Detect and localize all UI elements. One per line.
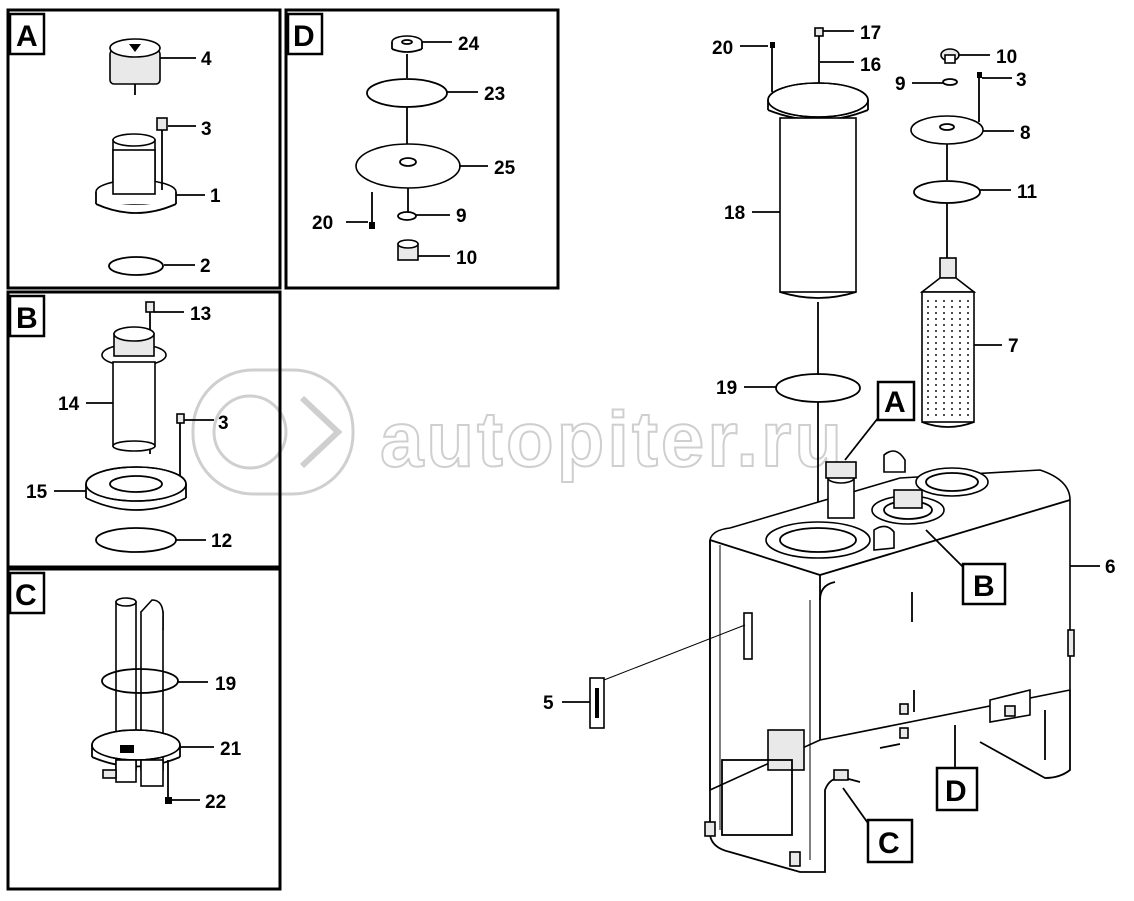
panel-a-frame [6,8,282,290]
svg-text:B: B [973,570,995,603]
callout-main-20: 20 [712,38,733,59]
panel-a-drawing [95,38,177,276]
callout-main-3: 3 [1016,70,1027,91]
svg-text:B: B [16,302,38,335]
callout-d-23: 23 [484,84,505,105]
panel-d-frame [284,8,560,290]
panel-c-frame [6,567,282,891]
panel-a-callouts: 4 3 1 2 [160,49,221,277]
callout-c-21: 21 [220,739,242,760]
panel-d-label: D [286,12,324,56]
callout-d-25: 25 [494,158,516,179]
callout-main-17: 17 [860,23,881,44]
main-tag-c: C [842,787,914,864]
callout-c-19: 19 [215,674,236,695]
watermark: autopiter.ru [191,368,845,496]
main-tag-d: D [935,725,979,812]
callout-d-9: 9 [456,206,467,227]
main-tag-b: B [925,529,1007,606]
panel-b-callouts: 13 3 14 15 12 [26,304,232,552]
watermark-text: autopiter.ru [380,395,845,483]
callout-main-9: 9 [895,74,906,95]
callout-d-10: 10 [456,248,477,269]
main-callouts: 20 17 16 10 9 3 8 11 18 7 19 6 5 [543,23,1116,714]
callout-main-16: 16 [860,55,881,76]
svg-text:C: C [878,827,900,860]
callout-d-20: 20 [312,213,333,234]
panel-d-callouts: 24 23 25 20 9 10 [312,34,516,269]
callout-main-8: 8 [1020,123,1031,144]
panel-b-drawing [85,301,187,553]
callout-b-14: 14 [58,394,80,415]
svg-text:A: A [884,386,906,419]
svg-text:D: D [945,775,967,808]
panel-d-drawing [355,35,461,261]
callout-main-6: 6 [1105,557,1116,578]
callout-main-19: 19 [716,378,737,399]
callout-main-10: 10 [996,47,1017,68]
callout-a-2: 2 [200,256,211,277]
callout-b-12: 12 [211,531,232,552]
svg-text:A: A [16,20,38,53]
panel-c-drawing [91,597,181,804]
callout-main-18: 18 [724,203,745,224]
panel-b-label: B [8,294,46,338]
callout-main-7: 7 [1008,336,1019,357]
callout-d-24: 24 [458,34,480,55]
panel-c-label: C [8,571,46,615]
callout-a-4: 4 [201,49,212,70]
callout-b-13: 13 [190,304,211,325]
panel-a-label: A [8,12,46,56]
callout-a-1: 1 [210,186,221,207]
callout-main-11: 11 [1017,182,1038,203]
panel-c-callouts: 19 21 22 [172,674,242,813]
callout-b-3: 3 [218,413,229,434]
callout-main-5: 5 [543,693,554,714]
callout-a-3: 3 [201,119,212,140]
main-assembly [589,27,1075,873]
main-tag-a: A [844,380,916,461]
callout-c-22: 22 [205,792,226,813]
callout-b-15: 15 [26,482,48,503]
panel-b-frame [6,290,282,569]
svg-text:D: D [293,20,315,53]
svg-text:C: C [15,579,37,612]
